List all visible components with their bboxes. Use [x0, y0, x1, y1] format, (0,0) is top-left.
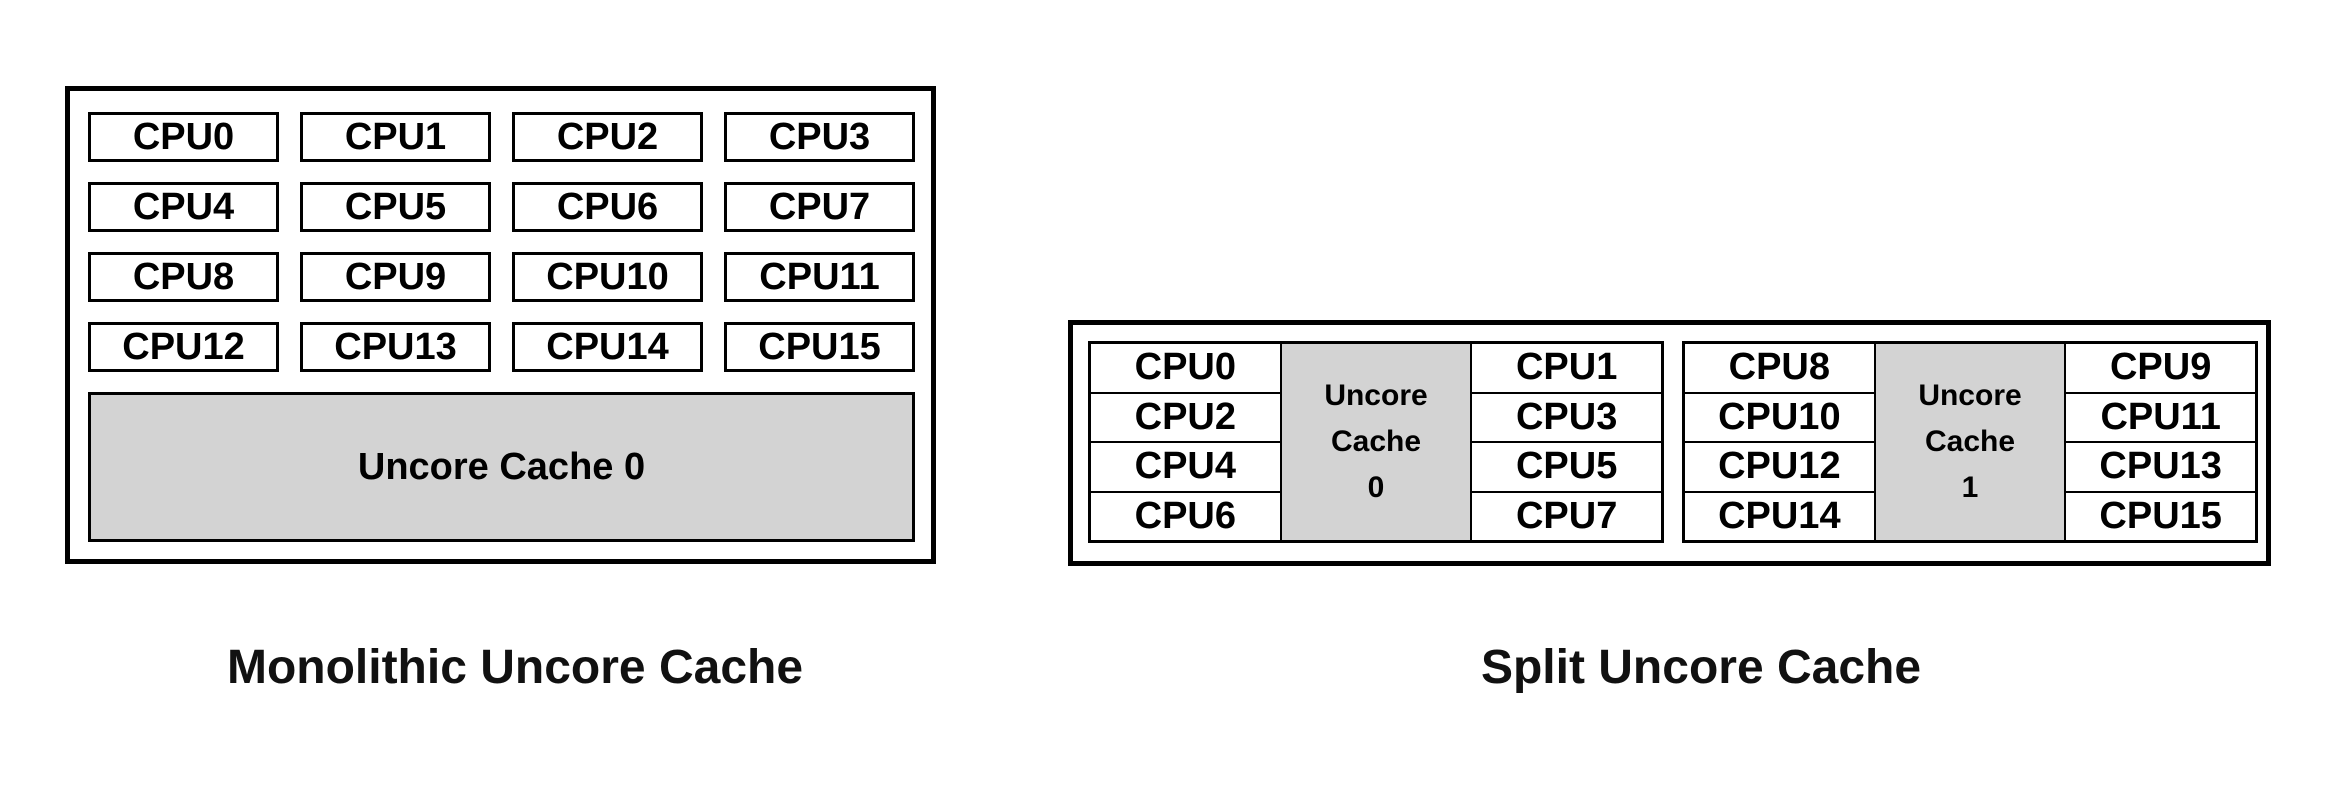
cpu-box: CPU6 [512, 182, 703, 232]
cpu-cell: CPU6 [1091, 492, 1280, 540]
uncore-cache-1-cell: Uncore Cache 1 [1875, 344, 2065, 540]
uncore-cache-0-box: Uncore Cache 0 [88, 392, 915, 542]
cpu-cell: CPU12 [1685, 443, 1874, 491]
caption-split: Split Uncore Cache [1480, 641, 1922, 694]
cpu-box: CPU13 [300, 322, 491, 372]
cpu-box: CPU9 [300, 252, 491, 302]
cpu-cell: CPU9 [2066, 344, 2255, 392]
cpu-cell: CPU0 [1091, 344, 1280, 392]
cpu-cell: CPU8 [1685, 344, 1874, 392]
cpu-cell: CPU10 [1685, 393, 1874, 441]
cpu-box: CPU7 [724, 182, 915, 232]
split-group-0: CPU0 Uncore Cache 0 CPU1 CPU2 CPU3 CPU4 … [1088, 341, 1664, 543]
cpu-cell: CPU15 [2066, 492, 2255, 540]
cpu-box: CPU3 [724, 112, 915, 162]
cpu-box: CPU11 [724, 252, 915, 302]
diagram-monolithic-uncore-cache: CPU0 CPU1 CPU2 CPU3 CPU4 CPU5 CPU6 CPU7 … [65, 86, 936, 564]
cpu-box: CPU10 [512, 252, 703, 302]
cpu-box: CPU0 [88, 112, 279, 162]
cpu-cell: CPU14 [1685, 492, 1874, 540]
cpu-cell: CPU7 [1472, 492, 1661, 540]
diagram-split-uncore-cache: CPU0 Uncore Cache 0 CPU1 CPU2 CPU3 CPU4 … [1068, 320, 2271, 566]
cpu-box: CPU14 [512, 322, 703, 372]
cache-label-line: Uncore [1324, 379, 1428, 412]
split-group-1: CPU8 Uncore Cache 1 CPU9 CPU10 CPU11 CPU… [1682, 341, 2258, 543]
cache-label-line: 1 [1961, 471, 1979, 504]
cache-label-line: Cache [1924, 425, 2016, 458]
cpu-cell: CPU11 [2066, 393, 2255, 441]
cpu-cell: CPU13 [2066, 443, 2255, 491]
cpu-box: CPU4 [88, 182, 279, 232]
caption-monolithic: Monolithic Uncore Cache [226, 641, 804, 694]
cpu-cell: CPU3 [1472, 393, 1661, 441]
cpu-box: CPU2 [512, 112, 703, 162]
cpu-box: CPU15 [724, 322, 915, 372]
cpu-box: CPU8 [88, 252, 279, 302]
cache-label-line: Cache [1330, 425, 1422, 458]
cache-label-line: Uncore [1918, 379, 2022, 412]
cpu-cell: CPU4 [1091, 443, 1280, 491]
cpu-cell: CPU1 [1472, 344, 1661, 392]
cpu-cell: CPU2 [1091, 393, 1280, 441]
cpu-cell: CPU5 [1472, 443, 1661, 491]
cpu-grid: CPU0 CPU1 CPU2 CPU3 CPU4 CPU5 CPU6 CPU7 … [88, 112, 915, 372]
cpu-box: CPU1 [300, 112, 491, 162]
cpu-box: CPU12 [88, 322, 279, 372]
uncore-cache-0-cell: Uncore Cache 0 [1281, 344, 1471, 540]
cpu-box: CPU5 [300, 182, 491, 232]
cache-label-line: 0 [1367, 471, 1385, 504]
